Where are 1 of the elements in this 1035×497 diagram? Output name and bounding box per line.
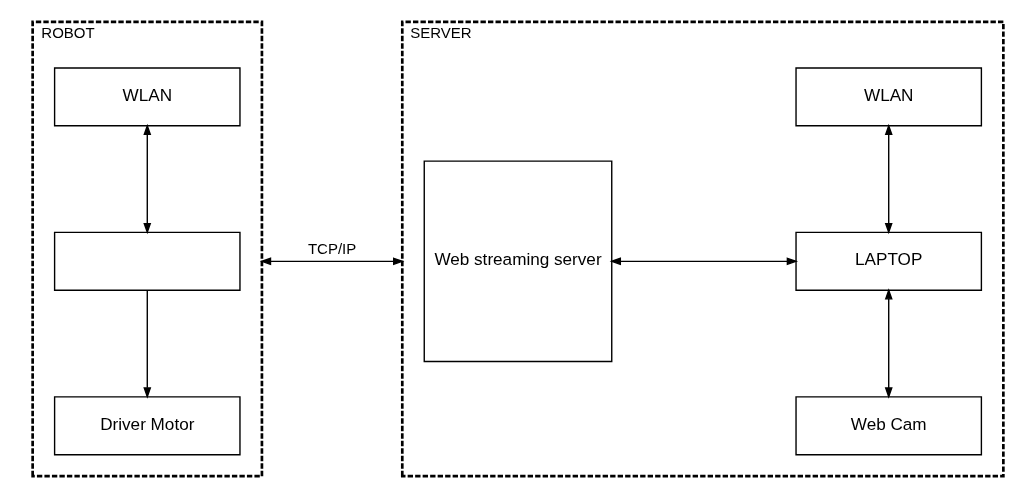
edge-label: TCP/IP bbox=[307, 239, 356, 257]
